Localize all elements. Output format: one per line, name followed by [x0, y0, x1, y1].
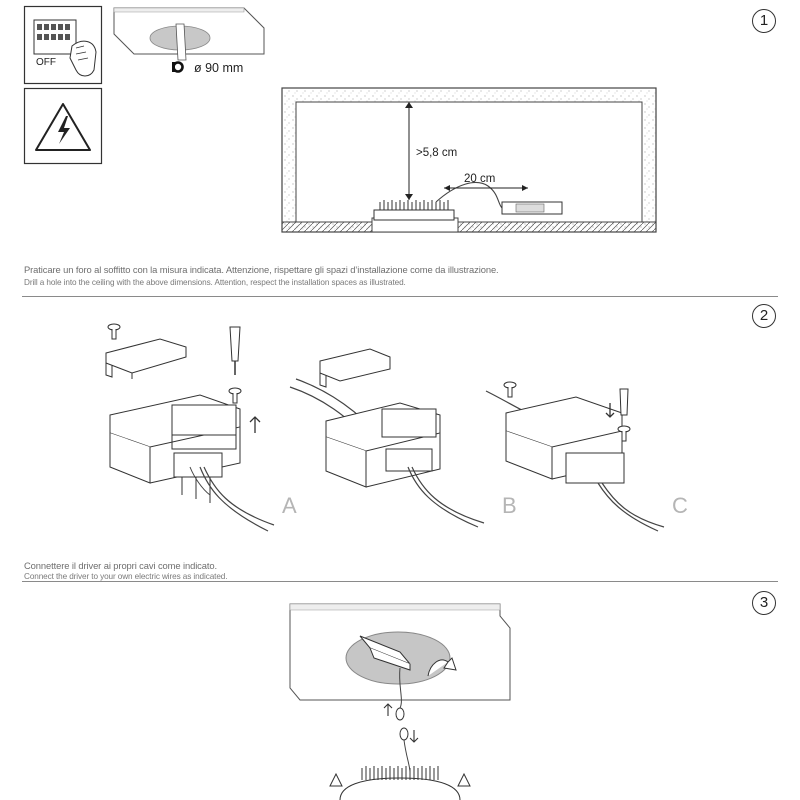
downlight-install-illustration: [289, 603, 511, 800]
step-3-section: 3: [0, 582, 800, 800]
step-2-section: 2 A: [0, 297, 800, 581]
distance-label: 20 cm: [464, 173, 495, 185]
step-1-section: 1 OFF ø 90 mm: [0, 0, 800, 296]
screwdriver-icon: [229, 326, 241, 375]
section-divider: [22, 296, 778, 297]
driver-panel-b: B: [289, 348, 517, 528]
driver-panel-a: A: [105, 323, 297, 532]
section-divider: [22, 581, 778, 582]
step-number-badge: 1: [752, 9, 776, 33]
panel-label-b: B: [502, 493, 517, 518]
driver-panel-c: C: [485, 381, 688, 532]
arrow-up-icon: [249, 416, 261, 433]
step-1-caption-it: Praticare un foro al soffitto con la mis…: [24, 264, 499, 275]
power-switch-off-icon: OFF: [23, 5, 103, 85]
arrow-down-icon: [605, 403, 615, 418]
hole-diameter-label: ø 90 mm: [194, 61, 243, 75]
ceiling-hole-illustration: ø 90 mm: [113, 7, 265, 75]
height-label: >5,8 cm: [416, 147, 457, 159]
ceiling-cross-section: >5,8 cm 20 cm: [281, 87, 657, 233]
step-2-caption-en: Connect the driver to your own electric …: [24, 572, 228, 581]
panel-label-a: A: [282, 493, 297, 518]
panel-label-c: C: [672, 493, 688, 518]
electrical-hazard-icon: [23, 87, 103, 165]
screw-icon: [107, 323, 121, 340]
step-number-badge: 3: [752, 591, 776, 615]
switch-off-label: OFF: [36, 57, 56, 68]
step-1-caption-en: Drill a hole into the ceiling with the a…: [24, 278, 406, 287]
step-number-badge: 2: [752, 304, 776, 328]
step-2-caption-it: Connettere il driver ai propri cavi come…: [24, 560, 218, 571]
hole-saw-icon: [172, 61, 184, 73]
